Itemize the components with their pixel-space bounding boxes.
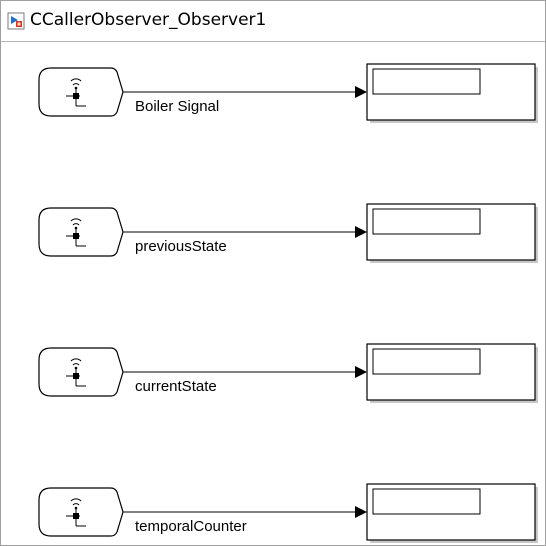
signal-arrowhead	[355, 86, 367, 98]
display-block-icon[interactable]	[366, 203, 538, 263]
title-bar: CCallerObserver_Observer1	[1, 1, 545, 42]
diagram-svg: Boiler Signal previousState currentState te…	[38, 63, 538, 543]
observer-port-block[interactable]	[38, 347, 124, 397]
display-readout	[372, 68, 481, 95]
observer-port-icon	[66, 218, 86, 247]
observer-port-icon	[66, 498, 86, 527]
display-block-icon[interactable]	[366, 483, 538, 543]
signal-label[interactable]: currentState	[135, 378, 217, 395]
signal-label[interactable]: previousState	[135, 238, 227, 255]
diagram-canvas: Boiler Signal previousState currentState te…	[1, 42, 545, 545]
display-readout	[372, 488, 481, 515]
observer-port-icon	[66, 78, 86, 107]
window-title: CCallerObserver_Observer1	[30, 10, 267, 30]
display-block-icon[interactable]	[366, 343, 538, 403]
observer-port-outline	[38, 207, 124, 257]
observer-port-block[interactable]	[38, 67, 124, 117]
observer-port-outline	[38, 67, 124, 117]
signal-arrowhead	[355, 506, 367, 518]
display-readout	[372, 208, 481, 235]
signal-arrowhead	[355, 366, 367, 378]
signal-arrowhead	[355, 226, 367, 238]
signal-row: previousState	[38, 203, 538, 263]
signal-label[interactable]: Boiler Signal	[135, 98, 219, 115]
observer-port-icon	[66, 358, 86, 387]
observer-port-block[interactable]	[38, 487, 124, 537]
signal-label[interactable]: temporalCounter	[135, 518, 247, 535]
observer-port-outline	[38, 487, 124, 537]
signal-row: temporalCounter	[38, 483, 538, 543]
observer-port-block[interactable]	[38, 207, 124, 257]
observer-port-outline	[38, 347, 124, 397]
signal-row: Boiler Signal	[38, 63, 538, 123]
signal-row: currentState	[38, 343, 538, 403]
simulink-model-icon	[7, 12, 25, 30]
display-readout	[372, 348, 481, 375]
display-block-icon[interactable]	[366, 63, 538, 123]
